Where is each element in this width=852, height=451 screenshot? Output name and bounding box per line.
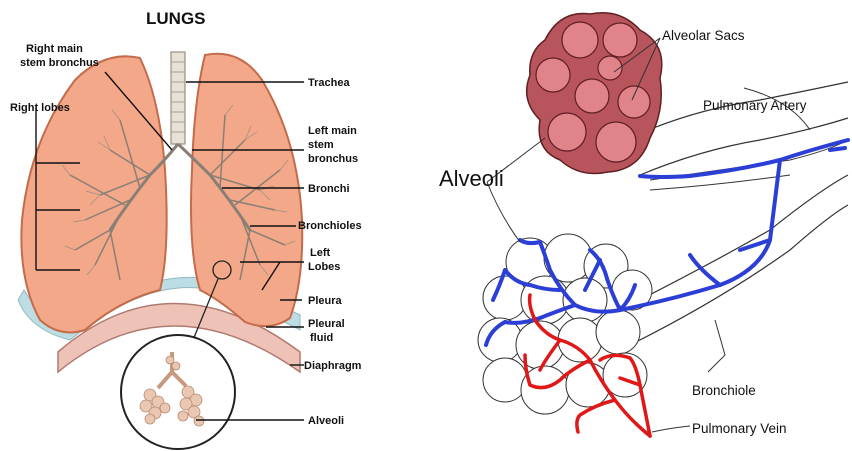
label-left-main-line3: bronchus: [308, 153, 358, 165]
label-alveoli-right: Alveoli: [439, 166, 504, 191]
alveolar-sacs: [527, 13, 662, 174]
label-bronchi: Bronchi: [308, 183, 350, 195]
lungs-title: LUNGS: [146, 9, 206, 28]
label-left-main-line2: stem: [308, 139, 334, 151]
label-right-main-stem-bronchus-line1: Right main: [26, 43, 83, 55]
label-pleura: Pleura: [308, 295, 343, 307]
label-bronchiole: Bronchiole: [692, 383, 756, 398]
label-trachea: Trachea: [308, 77, 350, 89]
label-left-main-line1: Left main: [308, 125, 357, 137]
label-pulmonary-vein: Pulmonary Vein: [692, 421, 787, 436]
label-pulmonary-artery: Pulmonary Artery: [703, 98, 807, 113]
label-left-lobes-line1: Left: [310, 247, 331, 259]
alveoli-inset: [121, 335, 235, 449]
label-alveoli-left: Alveoli: [308, 415, 344, 427]
label-left-lobes-line2: Lobes: [308, 261, 340, 273]
label-pleural-fluid-line2: fluid: [310, 332, 333, 344]
label-right-lobes: Right lobes: [10, 102, 70, 114]
label-pleural-fluid-line1: Pleural: [308, 318, 345, 330]
label-bronchioles: Bronchioles: [298, 220, 362, 232]
trachea: [171, 52, 185, 144]
right-lung: [21, 56, 166, 332]
alveoli-detail-illustration: Alveolar Sacs Pulmonary Artery Alveoli B…: [439, 13, 848, 436]
lungs-illustration: LUNGS Right main stem bronchus Right lob…: [10, 9, 362, 449]
left-lung: [191, 54, 302, 326]
label-diaphragm: Diaphragm: [304, 360, 362, 372]
label-alveolar-sacs: Alveolar Sacs: [662, 28, 745, 43]
label-right-main-stem-bronchus-line2: stem bronchus: [20, 57, 99, 69]
